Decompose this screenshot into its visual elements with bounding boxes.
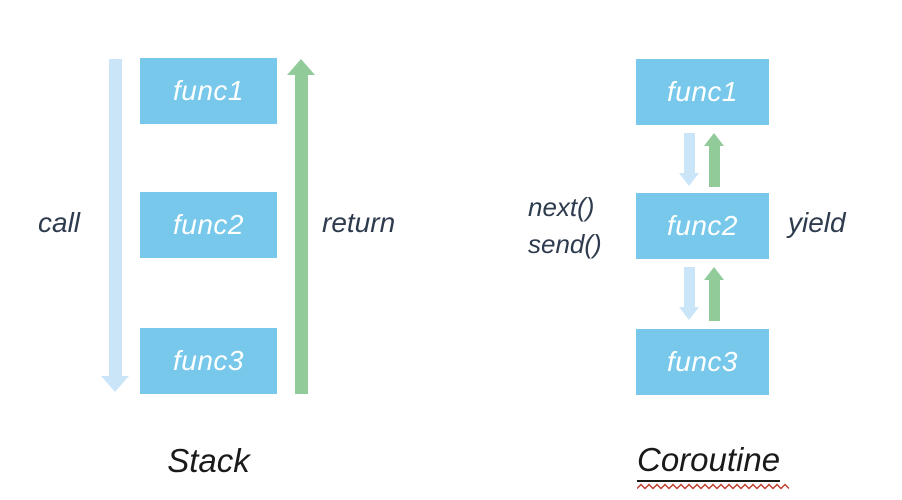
- down-arrow-shaft: [684, 133, 695, 173]
- return-up-arrow-icon: [287, 59, 316, 394]
- stack-func2-box: func2: [140, 192, 277, 258]
- return-arrow-head: [287, 59, 315, 75]
- down-arrow-head: [679, 173, 699, 186]
- coroutine-func1-box: func1: [636, 59, 769, 125]
- send-label: send(): [528, 229, 602, 259]
- coroutine-func3-label: func3: [667, 346, 738, 377]
- stack-func3-box: func3: [140, 328, 277, 394]
- coroutine-up-arrow-1-icon: [704, 133, 725, 187]
- return-arrow-shaft: [295, 75, 308, 394]
- spellcheck-squiggle-icon: [637, 483, 790, 490]
- next-send-label: next() send(): [528, 189, 602, 263]
- coroutine-func3-box: func3: [636, 329, 769, 395]
- stack-caption: Stack: [167, 442, 250, 479]
- down-arrow-head: [679, 307, 699, 320]
- next-label: next(): [528, 192, 595, 222]
- stack-func1-label: func1: [173, 75, 244, 106]
- coroutine-down-arrow-1-icon: [679, 133, 700, 186]
- up-arrow-head: [704, 267, 724, 280]
- stack-func3-label: func3: [173, 345, 244, 376]
- coroutine-down-arrow-2-icon: [679, 267, 700, 320]
- up-arrow-head: [704, 133, 724, 146]
- call-down-arrow-icon: [101, 59, 130, 392]
- up-arrow-shaft: [709, 146, 720, 187]
- coroutine-func2-box: func2: [636, 193, 769, 259]
- coroutine-caption-text: Coroutine: [637, 441, 781, 482]
- return-label: return: [322, 207, 396, 238]
- coroutine-func2-label: func2: [667, 210, 738, 241]
- yield-label: yield: [788, 207, 846, 238]
- call-arrow-head: [101, 376, 129, 392]
- coroutine-up-arrow-2-icon: [704, 267, 725, 321]
- down-arrow-shaft: [684, 267, 695, 307]
- coroutine-caption: Coroutine: [637, 441, 793, 490]
- stack-func2-label: func2: [173, 209, 244, 240]
- call-label: call: [38, 207, 81, 238]
- coroutine-func1-label: func1: [667, 76, 738, 107]
- stack-func1-box: func1: [140, 58, 277, 124]
- up-arrow-shaft: [709, 280, 720, 321]
- call-arrow-shaft: [109, 59, 122, 376]
